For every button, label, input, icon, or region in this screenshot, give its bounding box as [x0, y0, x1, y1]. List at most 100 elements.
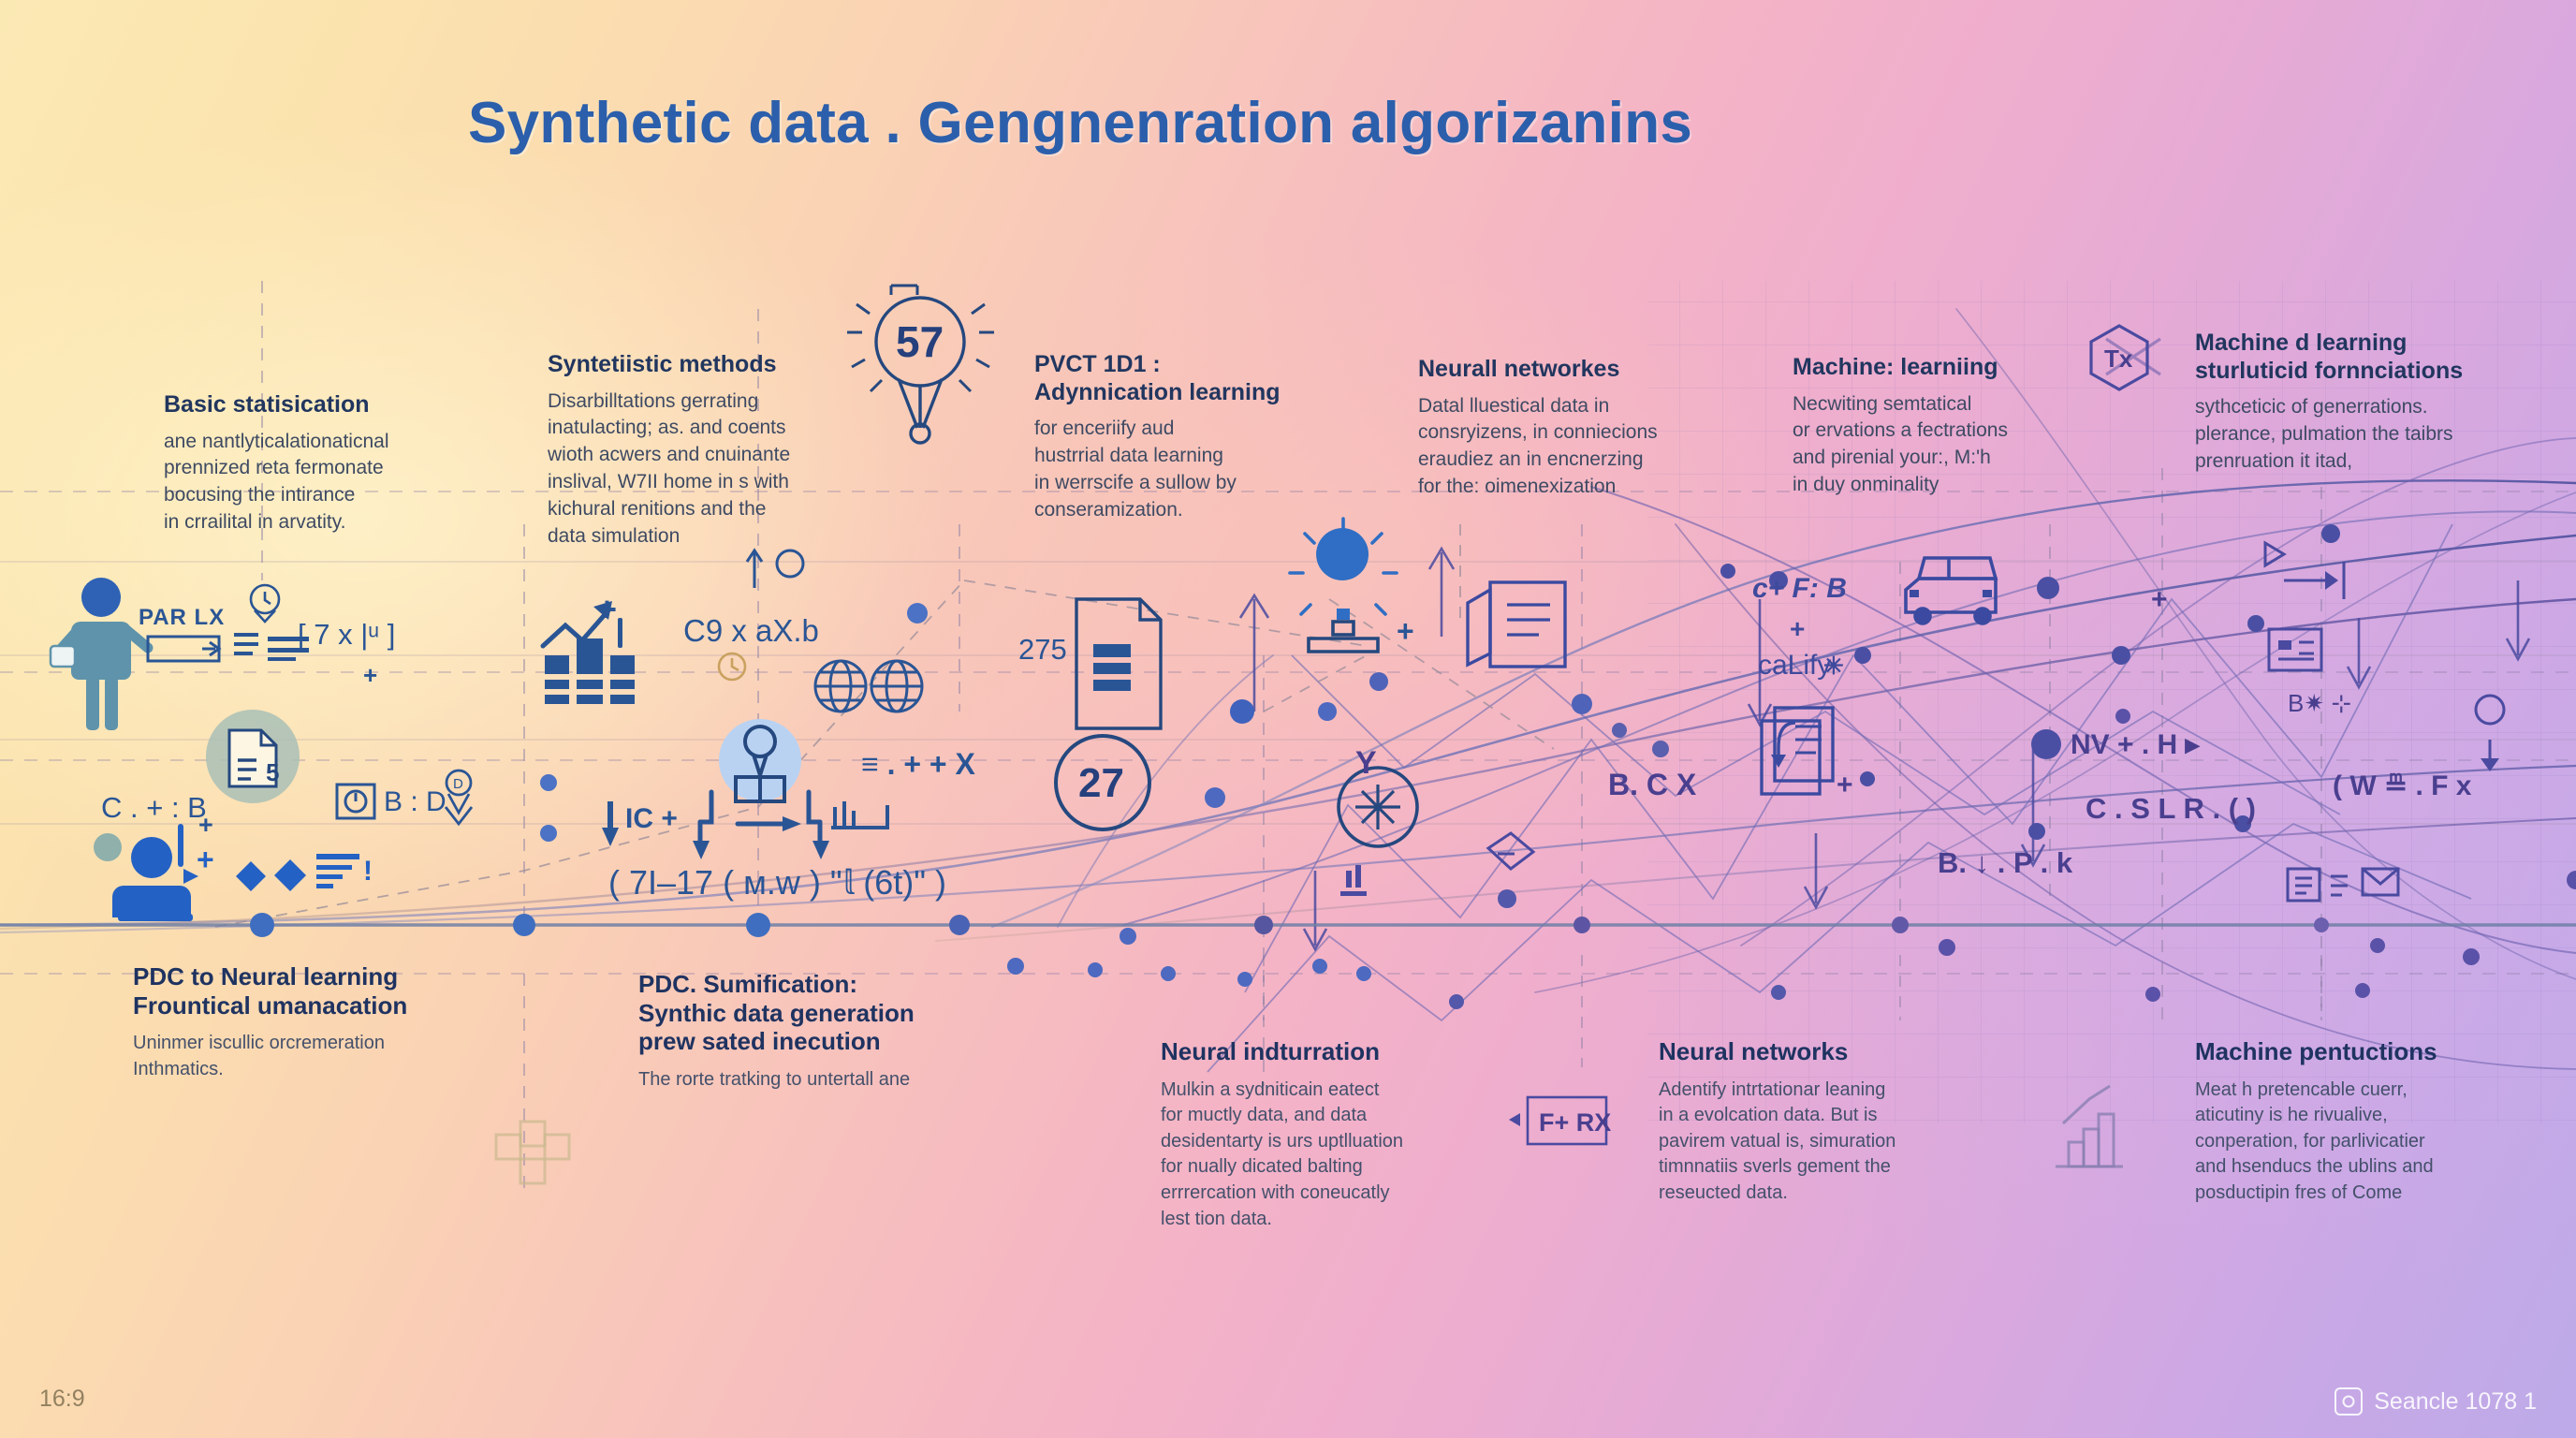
person-briefcase-icon — [49, 578, 154, 730]
text-block-pdc-to-neural-learning: PDC to Neural learning Frountical umanac… — [133, 962, 451, 1083]
glyph-letter-y: Y — [1355, 745, 1377, 781]
horizontal-rules — [0, 561, 2576, 825]
aspect-ratio-label: 16:9 — [39, 1386, 85, 1412]
text-block-pdc-sumification: PDC. Sumification: Synthic data generati… — [638, 970, 985, 1093]
block-body: sythceticic of generrations. plerance, p… — [2195, 396, 2453, 472]
text-block-syntetiistic-methods: Syntetiistic methods Disarbilltations ge… — [548, 351, 840, 550]
svg-text:5: 5 — [266, 758, 279, 786]
watermark: Seancle 1078 1 — [2334, 1387, 2537, 1416]
block-heading: Machine pentuctions — [2195, 1037, 2437, 1065]
glyph-bracket-expr: [ 7 x |ᵘ ] — [298, 618, 396, 651]
scatter-points — [94, 524, 2576, 1009]
block-heading: PDC. Sumification: Synthic data generati… — [638, 970, 915, 1056]
glyph-b-colon-d: B : D — [384, 786, 446, 817]
glyph-b-c-x: B. C X — [1608, 768, 1697, 801]
glyph-par-lx: PAR LX — [139, 605, 226, 630]
globe-pair-icon — [813, 659, 924, 713]
lightbulb-idea-icon — [1288, 517, 1398, 653]
block-body: ane nantlyticalationaticnal prennized re… — [164, 430, 389, 534]
block-heading: Neural indturration — [1161, 1037, 1381, 1065]
tilted-card-icon — [1486, 831, 1536, 871]
svg-text:D: D — [453, 776, 463, 792]
glyph-tx: Tx — [2104, 345, 2133, 373]
mini-bars-icon — [1340, 865, 1367, 896]
user-org-chart-icon — [602, 719, 829, 859]
glyph-w-eq-fx: ( W ≞ . F x — [2333, 770, 2472, 801]
text-block-machine-learning: Machine: learniing Necwiting semtatical … — [1793, 354, 2073, 499]
block-body: for enceriify aud hustrrial data learnin… — [1034, 418, 1237, 521]
glyph-plus-g: + — [1837, 770, 1853, 800]
glyph-bang: ! — [363, 856, 373, 887]
vector-arrows — [1238, 546, 2531, 952]
id-card-icon — [2267, 627, 2323, 672]
glyph-b-star: B✷ ⊹ — [2288, 689, 2352, 717]
document-return-icon — [1760, 706, 1835, 796]
block-body: Necwiting semtatical or ervations a fect… — [1793, 392, 2008, 496]
glyph-plus-c: + — [197, 843, 214, 876]
text-lines-icon — [316, 854, 359, 888]
bar-chart-small-icon — [2056, 1084, 2123, 1168]
presenter-icon — [112, 824, 198, 921]
bar-chart-growth-icon — [540, 601, 635, 704]
text-block-neurall-networkes: Neurall networkes Datal lluestical data … — [1418, 356, 1710, 501]
glyph-c9-x-ax-b: C9 x aX.b — [683, 613, 819, 648]
block-body: Adentify intrtationar leaning in a evolc… — [1659, 1078, 1896, 1204]
glyph-asterisk: ✳ — [1823, 652, 1844, 680]
glyph-calify: caLify — [1758, 650, 1832, 681]
glyph-num-275: 275 — [1018, 633, 1067, 666]
home-camera-icon — [2334, 1387, 2364, 1416]
timeline-milestones — [250, 913, 2329, 937]
faint-cross-icon — [494, 1120, 571, 1185]
text-block-basic-statisication: Basic statisication ane nantlyticalation… — [164, 391, 445, 536]
layered-document-icon — [1466, 580, 1567, 668]
arrow-circle-icon — [745, 548, 805, 588]
block-heading: Syntetiistic methods — [548, 351, 777, 377]
play-triangle-icon — [2263, 540, 2287, 568]
text-block-neural-indturration: Neural indturration Mulkin a sydniticain… — [1161, 1037, 1460, 1232]
block-heading: PDC to Neural learning Frountical umanac… — [133, 962, 408, 1020]
block-body: Meat h pretencable cuerr, aticutiny is h… — [2195, 1078, 2434, 1204]
text-block-machine-d-learning: Machine d learning sturluticid fornnciat… — [2195, 330, 2513, 476]
document-badge-icon: 5 — [206, 710, 300, 803]
block-heading: Neural networks — [1659, 1037, 1849, 1065]
block-body: Mulkin a sydniticain eatect for muctly d… — [1161, 1078, 1404, 1229]
glyph-plus-b: + — [198, 811, 213, 839]
glyph-ic-plus: IC + — [625, 803, 678, 834]
page-title: Synthetic data . Gengnenration algorizan… — [468, 91, 1693, 155]
glyph-circle-27: 27 — [1078, 760, 1124, 806]
block-heading: Basic statisication — [164, 391, 370, 418]
location-pin-icon: D — [444, 769, 474, 827]
clock-pin-icon — [249, 583, 281, 624]
mini-chart-bracket-icon — [831, 801, 889, 829]
block-body: Uninmer iscullic orcremeration Inthmatic… — [133, 1033, 385, 1079]
glyph-paren-expr: ( 7I–17 ( м.w ) "𝕝 (6t)" ) — [608, 863, 947, 902]
car-icon — [1904, 556, 1998, 625]
glyph-plus-e: + — [1397, 614, 1414, 648]
glyph-plus-f: + — [1790, 614, 1806, 643]
arrow-bar-icon — [2284, 562, 2346, 599]
monitor-square-icon — [335, 783, 376, 820]
block-heading: Neurall networkes — [1418, 356, 1620, 382]
block-body: Disarbilltations gerrating inatulacting;… — [548, 389, 791, 548]
glyph-c-slr: C . S L R . ( ) — [2086, 792, 2256, 825]
glyph-plus-d: + — [597, 590, 618, 628]
small-clock-icon — [717, 652, 747, 682]
glyph-b-p-k: B. ↓ . P . k — [1938, 846, 2073, 879]
glyph-plus-a: + — [363, 661, 378, 689]
block-body: Datal lluestical data in consryizens, in… — [1418, 394, 1658, 498]
watermark-label: Seancle 1078 1 — [2374, 1387, 2537, 1415]
glyph-f-plus-rx: F+ RX — [1539, 1108, 1612, 1137]
glyph-balloon-57: 57 — [896, 317, 944, 366]
text-block-machine-pentuctions: Machine pentuctions Meat h pretencable c… — [2195, 1037, 2513, 1207]
block-heading: Machine d learning sturluticid fornnciat… — [2195, 330, 2464, 384]
list-envelope-icon — [2286, 867, 2400, 902]
diamond-pair-icon — [236, 859, 306, 891]
glyph-eq-plus-x: ≡ . + + X — [861, 747, 975, 781]
glyph-c-plus-f-b: c+ F: B — [1752, 573, 1847, 604]
glyph-c-plus-b: C . + : B — [101, 791, 207, 824]
text-block-neural-networks: Neural networks Adentify intrtationar le… — [1659, 1037, 1958, 1207]
block-heading: PVCT 1D1 : Adynnication learning — [1034, 351, 1281, 405]
flow-box-icon — [146, 635, 222, 663]
text-block-pvct-1d1: PVCT 1D1 : Adynnication learning for enc… — [1034, 351, 1315, 524]
